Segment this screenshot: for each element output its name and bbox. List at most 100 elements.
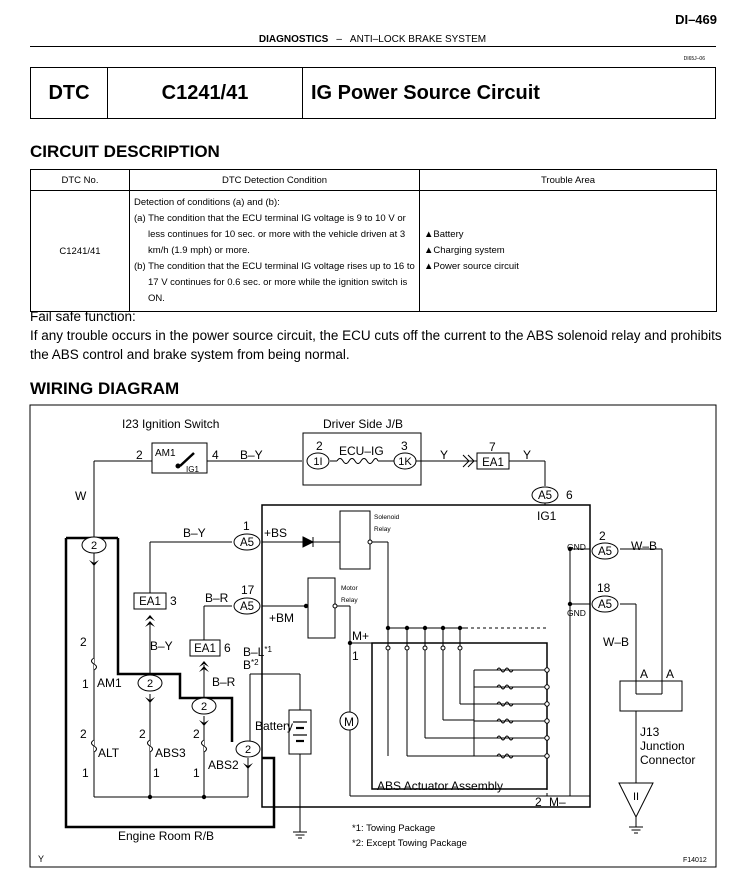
ecu-ig-fuse-symbol bbox=[336, 458, 379, 464]
ignition-switch-lever bbox=[179, 452, 195, 467]
battery-label: Battery bbox=[255, 719, 293, 733]
condition-line: (b) The condition that the ECU terminal … bbox=[134, 261, 415, 304]
fail-safe-text: If any trouble occurs in the power sourc… bbox=[30, 328, 722, 362]
wire-color-label: B–Y bbox=[183, 526, 206, 540]
engine-room-rb-outline bbox=[64, 538, 276, 829]
connector-label: 2 bbox=[147, 678, 153, 690]
connector-label: 2 bbox=[201, 701, 207, 713]
engine-room-rb-label: Engine Room R/B bbox=[118, 829, 214, 843]
pin-label: 18 bbox=[597, 581, 611, 595]
dtc-title: IG Power Source Circuit bbox=[311, 81, 540, 104]
terminal-label: M+ bbox=[352, 629, 369, 643]
ig1-switch-label: IG1 bbox=[186, 465, 199, 474]
cell-trouble-area: ▲Battery ▲Charging system ▲Power source … bbox=[419, 190, 717, 312]
pin-label: 4 bbox=[212, 448, 219, 462]
pin-label: 2 bbox=[80, 635, 87, 649]
wire-color-label: W bbox=[75, 489, 87, 503]
wire-color-label: B–R bbox=[212, 675, 236, 689]
relay-label: Motor bbox=[341, 585, 358, 592]
j13-label: Connector bbox=[640, 753, 695, 767]
table-row: C1241/41 Detection of conditions (a) and… bbox=[30, 190, 717, 312]
page-number: DI–469 bbox=[675, 12, 717, 27]
table-header-row: DTC No. DTC Detection Condition Trouble … bbox=[30, 169, 717, 191]
wire-color-label: B–R bbox=[205, 591, 229, 605]
fail-safe-title: Fail safe function: bbox=[30, 309, 136, 324]
circuit-description-heading: CIRCUIT DESCRIPTION bbox=[30, 142, 220, 161]
solenoid-relay-box bbox=[339, 510, 371, 570]
connector-label: EA1 bbox=[482, 457, 504, 469]
dtc-label: DTC bbox=[31, 68, 108, 118]
pin-label: 3 bbox=[401, 439, 408, 453]
pin-label: 6 bbox=[566, 488, 573, 502]
doc-id: DI65J–06 bbox=[683, 56, 705, 62]
header-rule bbox=[30, 46, 716, 47]
terminal-label: IG1 bbox=[537, 509, 557, 523]
pin-label: 2 bbox=[139, 727, 146, 741]
cell-condition: Detection of conditions (a) and (b): (a)… bbox=[129, 190, 420, 312]
connector-label: A5 bbox=[598, 599, 612, 611]
connector-label: 2 bbox=[245, 744, 251, 756]
diagram-frame bbox=[29, 404, 717, 868]
running-header: DIAGNOSTICS–ANTI–LOCK BRAKE SYSTEM bbox=[0, 34, 745, 45]
cell-dtc-no: C1241/41 bbox=[30, 190, 130, 312]
abs-actuator-box bbox=[261, 504, 591, 808]
ground-triangle bbox=[618, 782, 654, 819]
pin-label: 2 bbox=[80, 727, 87, 741]
driver-jb-label: Driver Side J/B bbox=[323, 417, 403, 431]
condition-line: (a) The condition that the ECU terminal … bbox=[134, 213, 406, 256]
pin-label: 1 bbox=[153, 766, 160, 780]
trouble-item: ▲Charging system bbox=[424, 245, 505, 256]
connector-label: 1I bbox=[313, 456, 322, 468]
wiring-diagram-heading: WIRING DIAGRAM bbox=[30, 379, 180, 398]
ignition-switch-label: I23 Ignition Switch bbox=[122, 417, 219, 431]
corner-label: Y bbox=[38, 854, 44, 864]
pin-label: 1 bbox=[82, 677, 89, 691]
relay-label: Relay bbox=[374, 526, 391, 533]
fuse-label: ALT bbox=[98, 746, 120, 760]
pin-label: 1 bbox=[82, 766, 89, 780]
connector-label: EA1 bbox=[139, 596, 161, 608]
trouble-item: ▲Power source circuit bbox=[424, 261, 519, 272]
trouble-item: ▲Battery bbox=[424, 229, 464, 240]
connector-label: A5 bbox=[240, 537, 254, 549]
header-separator: – bbox=[336, 34, 342, 45]
fuse-label: AM1 bbox=[97, 676, 122, 690]
connector-label: A5 bbox=[240, 601, 254, 613]
wire-color-label: Y bbox=[440, 448, 448, 462]
wire-color-label: W–B bbox=[631, 539, 657, 553]
connector-label: 2 bbox=[91, 540, 97, 552]
driver-jb-box bbox=[302, 432, 422, 486]
pin-label: 1 bbox=[193, 766, 200, 780]
pin-label: 2 bbox=[535, 795, 542, 809]
fuse-label: ABS3 bbox=[155, 746, 186, 760]
terminal-label: +BM bbox=[269, 611, 294, 625]
j13-label: J13 bbox=[640, 725, 660, 739]
figure-id: F14012 bbox=[683, 857, 707, 864]
condition-line: Detection of conditions (a) and (b): bbox=[134, 197, 280, 208]
pin-label: 6 bbox=[224, 641, 231, 655]
pin-label: A bbox=[640, 667, 648, 681]
pin-label: 1 bbox=[243, 519, 250, 533]
wire-color-label: B–Y bbox=[150, 639, 173, 653]
terminal-label: GND bbox=[567, 542, 586, 552]
subsection-name: ANTI–LOCK BRAKE SYSTEM bbox=[349, 34, 487, 45]
pin-label: 2 bbox=[316, 439, 323, 453]
wire-color-label: Y bbox=[523, 448, 531, 462]
bl-label: B–L*1 bbox=[243, 645, 272, 659]
wire-color-label: W–B bbox=[603, 635, 629, 649]
motor-relay-box bbox=[307, 577, 336, 639]
connector-label: A5 bbox=[598, 546, 612, 558]
am1-switch-label: AM1 bbox=[155, 448, 176, 459]
dtc-code: C1241/41 bbox=[108, 68, 303, 118]
terminal-label: +BS bbox=[264, 526, 287, 540]
j13-label: Junction bbox=[640, 739, 685, 753]
ecu-ig-label: ECU–IG bbox=[339, 444, 384, 458]
pin-label: 2 bbox=[136, 448, 143, 462]
j13-connector-box bbox=[619, 680, 683, 712]
connector-label: 1K bbox=[398, 456, 412, 468]
b-label: B*2 bbox=[243, 658, 259, 672]
pin-label: 17 bbox=[241, 583, 255, 597]
connector-label: EA1 bbox=[194, 643, 216, 655]
dtc-title-box: DTC C1241/41 IG Power Source Circuit bbox=[30, 67, 716, 119]
